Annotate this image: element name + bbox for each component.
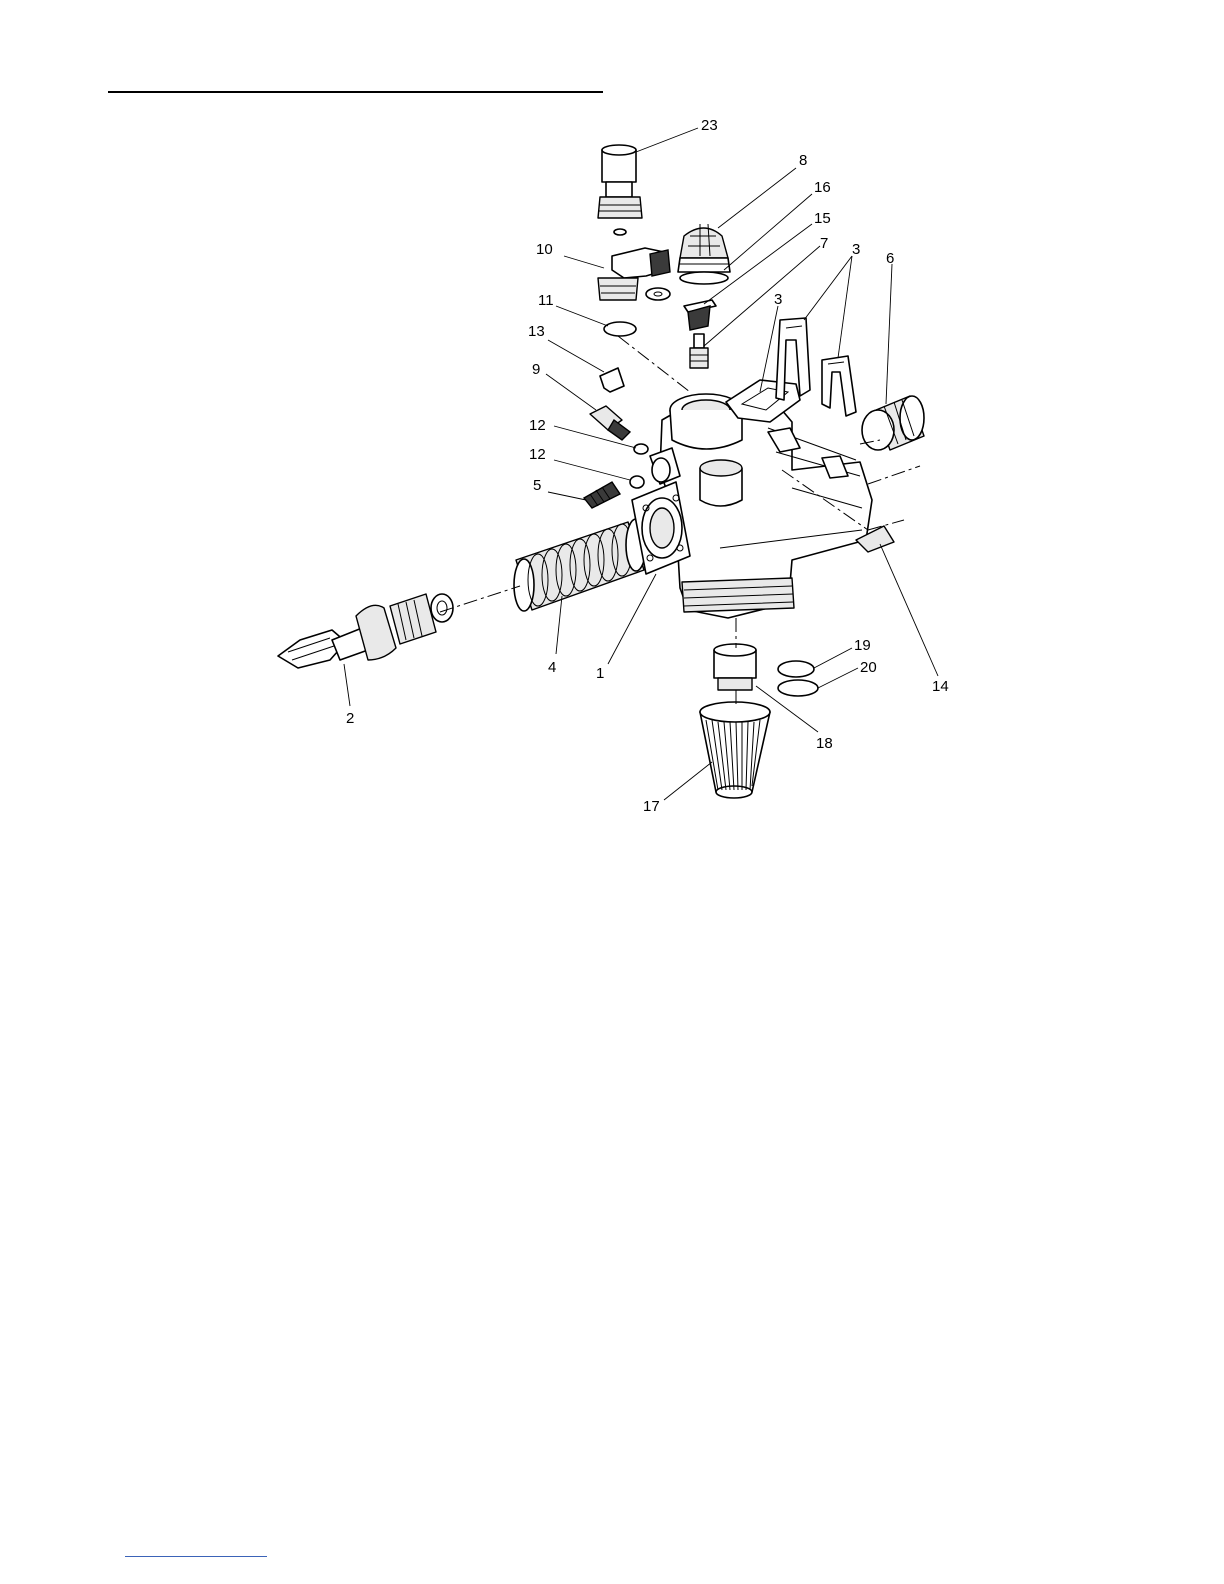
part-16-seal bbox=[680, 272, 728, 284]
part-8-cap bbox=[678, 224, 730, 272]
part-12-o-ring-lower bbox=[630, 476, 644, 488]
part-1-valve-body bbox=[632, 394, 872, 618]
callout-16: 16 bbox=[814, 179, 831, 196]
callout-5: 5 bbox=[533, 477, 541, 494]
part-4-spacer-stack bbox=[514, 519, 646, 611]
callout-2: 2 bbox=[346, 710, 354, 727]
callout-13: 13 bbox=[528, 323, 545, 340]
callout-6: 6 bbox=[886, 250, 894, 267]
part-19-o-ring bbox=[778, 661, 814, 677]
part-9-injector bbox=[590, 406, 630, 440]
callout-8: 8 bbox=[799, 152, 807, 169]
callout-20: 20 bbox=[860, 659, 877, 676]
part-20-o-ring bbox=[778, 680, 818, 696]
callout-19: 19 bbox=[854, 637, 871, 654]
callout-14: 14 bbox=[932, 678, 949, 695]
callout-12-upper: 12 bbox=[529, 417, 546, 434]
part-2-piston-assembly bbox=[278, 594, 453, 668]
part-3-clip-right bbox=[822, 356, 856, 416]
callout-7: 7 bbox=[820, 235, 828, 252]
part-23-adapter bbox=[598, 145, 642, 235]
part-15-screen bbox=[684, 300, 716, 330]
callout-9: 9 bbox=[532, 361, 540, 378]
part-5-plug bbox=[584, 482, 620, 508]
part-3-clip-left bbox=[726, 380, 800, 422]
part-10-elbow bbox=[598, 248, 670, 300]
callout-4: 4 bbox=[548, 659, 556, 676]
callout-10: 10 bbox=[536, 241, 553, 258]
callout-12-lower: 12 bbox=[529, 446, 546, 463]
callout-3-upper: 3 bbox=[852, 241, 860, 258]
part-17-basket-screen bbox=[700, 702, 770, 798]
footer-link-underline[interactable] bbox=[125, 1556, 267, 1557]
callout-18: 18 bbox=[816, 735, 833, 752]
callout-1: 1 bbox=[596, 665, 604, 682]
part-18-adapter bbox=[714, 644, 756, 690]
part-11-o-ring bbox=[604, 322, 636, 336]
callout-15: 15 bbox=[814, 210, 831, 227]
callout-17: 17 bbox=[643, 798, 660, 815]
callout-3-middle: 3 bbox=[774, 291, 782, 308]
callout-11: 11 bbox=[538, 292, 554, 309]
part-7-piston bbox=[690, 334, 708, 368]
callout-23: 23 bbox=[701, 117, 718, 134]
part-12-o-ring-upper bbox=[634, 444, 648, 454]
